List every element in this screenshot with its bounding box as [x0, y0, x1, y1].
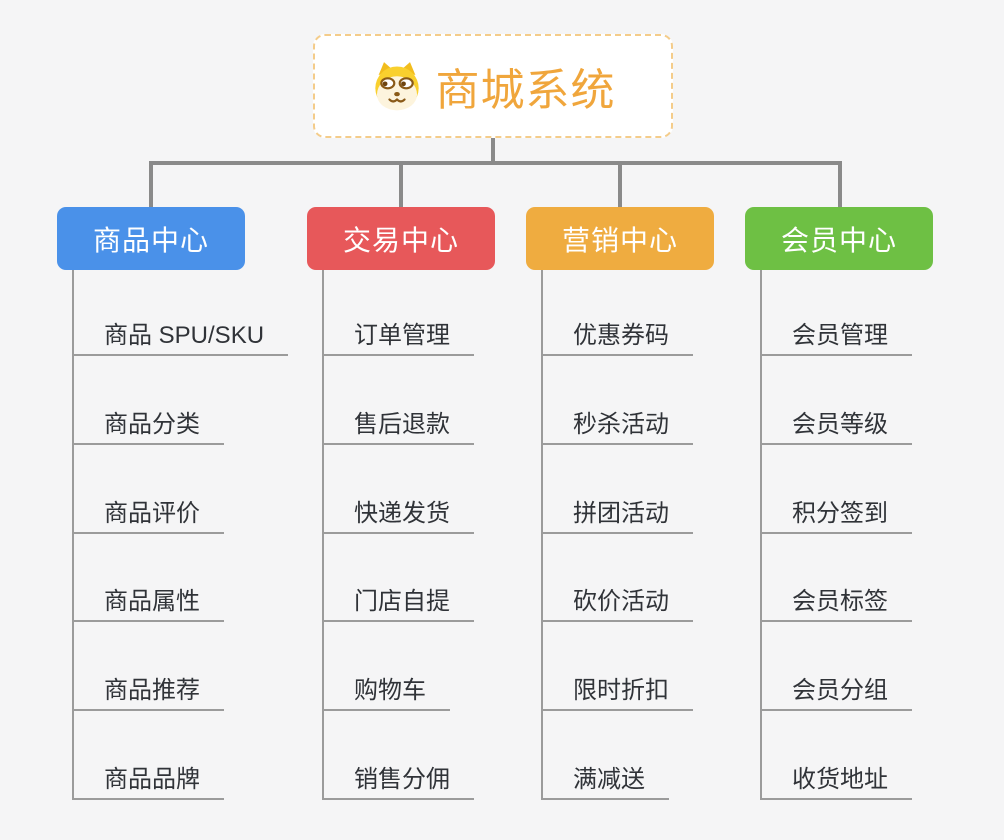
- root-node[interactable]: 商城系统: [313, 34, 673, 138]
- branch-items-trade-center: 订单管理 售后退款 快递发货 门店自提 购物车 销售分佣: [322, 270, 474, 800]
- branch-label: 交易中心: [342, 224, 459, 256]
- leaf-node[interactable]: 商品评价: [74, 445, 224, 534]
- branch-node-trade-center[interactable]: 交易中心: [307, 207, 495, 270]
- leaf-node[interactable]: 收货地址: [762, 711, 912, 800]
- leaf-label: 购物车: [354, 677, 426, 705]
- leaf-label: 拼团活动: [573, 499, 669, 527]
- leaf-label: 秒杀活动: [573, 410, 669, 438]
- connector-drop-member: [838, 161, 842, 208]
- leaf-node[interactable]: 快递发货: [324, 445, 474, 534]
- leaf-label: 优惠券码: [573, 322, 669, 349]
- leaf-node[interactable]: 订单管理: [324, 270, 474, 356]
- branch-items-marketing-center: 优惠券码 秒杀活动 拼团活动 砍价活动 限时折扣 满减送: [541, 270, 693, 800]
- leaf-label: 满减送: [573, 765, 645, 793]
- leaf-node[interactable]: 会员等级: [762, 356, 912, 445]
- branch-label: 商品中心: [92, 224, 209, 256]
- leaf-node[interactable]: 购物车: [324, 622, 450, 712]
- leaf-label: 会员管理: [792, 322, 888, 349]
- leaf-node[interactable]: 会员管理: [762, 270, 912, 356]
- connector-drop-marketing: [618, 161, 622, 208]
- leaf-label: 商品推荐: [104, 677, 200, 705]
- connector-drop-product: [149, 161, 153, 208]
- leaf-node[interactable]: 砍价活动: [543, 534, 693, 623]
- leaf-label: 限时折扣: [573, 677, 669, 705]
- leaf-node[interactable]: 商品品牌: [74, 711, 224, 800]
- leaf-label: 商品品牌: [104, 765, 200, 793]
- branch-items-member-center: 会员管理 会员等级 积分签到 会员标签 会员分组 收货地址: [760, 270, 912, 800]
- leaf-label: 商品分类: [104, 410, 200, 438]
- leaf-node[interactable]: 会员分组: [762, 622, 912, 712]
- leaf-node[interactable]: 商品分类: [74, 356, 224, 445]
- leaf-node[interactable]: 满减送: [543, 711, 669, 800]
- leaf-node[interactable]: 销售分佣: [324, 711, 474, 800]
- leaf-node[interactable]: 会员标签: [762, 534, 912, 623]
- leaf-label: 门店自提: [354, 588, 450, 616]
- leaf-label: 积分签到: [792, 499, 888, 527]
- connector-root-stub: [491, 138, 495, 164]
- leaf-label: 砍价活动: [573, 588, 669, 616]
- leaf-node[interactable]: 限时折扣: [543, 622, 693, 712]
- leaf-label: 快递发货: [354, 499, 450, 527]
- root-node-label: 商城系统: [435, 66, 616, 115]
- branch-label: 营销中心: [561, 224, 678, 256]
- leaf-node[interactable]: 秒杀活动: [543, 356, 693, 445]
- leaf-label: 商品评价: [104, 499, 200, 527]
- leaf-label: 订单管理: [354, 322, 450, 349]
- connector-drop-trade: [399, 161, 403, 208]
- branch-label: 会员中心: [780, 224, 897, 256]
- leaf-label: 商品 SPU/SKU: [104, 322, 265, 349]
- leaf-node[interactable]: 商品属性: [74, 534, 224, 623]
- leaf-node[interactable]: 优惠券码: [543, 270, 693, 356]
- leaf-node[interactable]: 门店自提: [324, 534, 474, 623]
- leaf-label: 会员分组: [792, 677, 888, 705]
- branch-node-member-center[interactable]: 会员中心: [745, 207, 933, 270]
- leaf-label: 会员标签: [792, 588, 888, 616]
- branch-items-product-center: 商品 SPU/SKU 商品分类 商品评价 商品属性 商品推荐 商品品牌: [72, 270, 289, 800]
- leaf-node[interactable]: 商品 SPU/SKU: [74, 270, 289, 356]
- leaf-label: 商品属性: [104, 588, 200, 616]
- leaf-node[interactable]: 售后退款: [324, 356, 474, 445]
- branch-node-marketing-center[interactable]: 营销中心: [526, 207, 714, 270]
- leaf-label: 收货地址: [792, 765, 888, 793]
- leaf-node[interactable]: 积分签到: [762, 445, 912, 534]
- leaf-label: 售后退款: [354, 410, 450, 438]
- leaf-node[interactable]: 商品推荐: [74, 622, 224, 712]
- branch-node-product-center[interactable]: 商品中心: [57, 207, 245, 270]
- connector-rail: [149, 161, 842, 165]
- leaf-label: 会员等级: [792, 410, 888, 438]
- dog-face-icon: [371, 60, 423, 112]
- leaf-node[interactable]: 拼团活动: [543, 445, 693, 534]
- leaf-label: 销售分佣: [354, 765, 450, 793]
